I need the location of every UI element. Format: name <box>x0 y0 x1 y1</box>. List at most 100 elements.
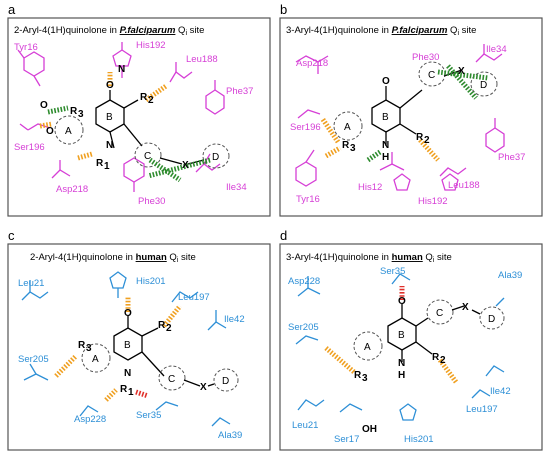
panel-b: b 3-Aryl-4(1H)quinolone in P.falciparum … <box>279 2 543 217</box>
panel-d-label-ser17: Ser17 <box>334 434 359 445</box>
panel-b-atom-nh: H <box>382 152 389 163</box>
panel-c-core <box>81 316 239 392</box>
panel-c: c 2-Aryl-4(1H)quinolone in human Qi site <box>7 228 271 451</box>
panel-a-atom-ser-o: O <box>46 126 54 137</box>
panel-c-atom-r1-sub: 1 <box>128 387 134 398</box>
panel-c-ring-a: A <box>92 354 99 365</box>
panel-c-label-leu21: Leu21 <box>18 278 44 289</box>
panel-b-ring-c: C <box>428 70 435 81</box>
panel-a-ring-a: A <box>65 126 72 137</box>
panel-a-ring-b: B <box>106 112 113 123</box>
panel-b-label-his12: His12 <box>358 182 382 193</box>
panel-b-atom-r3: R <box>342 140 350 151</box>
panel-a-label-phe37: Phe37 <box>226 86 253 97</box>
panel-d-box <box>279 243 543 451</box>
panel-a-label-asp218: Asp218 <box>56 184 88 195</box>
panel-b-label-leu188: Leu188 <box>448 180 480 191</box>
panel-d-label-his201: His201 <box>404 434 434 445</box>
panel-b-ring-d: D <box>480 80 487 91</box>
panel-letter-b: b <box>280 2 287 17</box>
panel-b-atom-x: X <box>458 66 465 77</box>
panel-d-core <box>353 299 505 362</box>
panel-d-label-asp228: Asp228 <box>288 276 320 287</box>
panel-letter-c: c <box>8 228 15 243</box>
panel-b-label-asp218: Asp218 <box>296 58 328 69</box>
panel-a-ring-c: C <box>144 151 151 162</box>
panel-d-label-leu21: Leu21 <box>292 420 318 431</box>
panel-c-title: 2-Aryl-4(1H)quinolone in human Qi site <box>30 252 196 264</box>
panel-c-atom-r3-sub: 3 <box>86 343 92 354</box>
panel-a-atom-x: X <box>182 160 189 171</box>
panel-c-label-ser35: Ser35 <box>136 410 161 421</box>
panel-b-residues <box>295 44 505 191</box>
panel-a-atom-r2: R <box>140 92 148 103</box>
panel-c-box <box>7 243 271 451</box>
panel-c-ring-c: C <box>168 374 175 385</box>
panel-a: a 2-Aryl-4(1H)quinolone in P.falciparum … <box>7 2 271 217</box>
panel-b-label-tyr16: Tyr16 <box>296 194 320 205</box>
panel-a-residues <box>17 42 225 192</box>
panel-a-label-leu188: Leu188 <box>186 54 218 65</box>
panel-a-atom-r3-sub: 3 <box>78 109 84 120</box>
panel-c-atom-n1: N <box>124 368 131 379</box>
panel-c-residues <box>21 271 231 427</box>
panel-b-ring-b: B <box>382 112 389 123</box>
panel-a-label-phe30: Phe30 <box>138 196 165 207</box>
panel-b-box <box>279 17 543 217</box>
panel-c-label-his201: His201 <box>136 276 166 287</box>
panel-d-atom-x: X <box>462 302 469 313</box>
panel-a-atom-o: O <box>106 80 114 91</box>
panel-a-atom-r1: R <box>96 158 104 169</box>
panel-b-atom-n: N <box>382 140 389 151</box>
panel-b-atom-r3-sub: 3 <box>350 143 356 154</box>
panel-c-label-ala39: Ala39 <box>218 430 242 441</box>
panel-b-label-phe37: Phe37 <box>498 152 525 163</box>
panel-b-atom-o: O <box>382 76 390 87</box>
panel-c-atom-r2-sub: 2 <box>166 323 172 334</box>
panel-d-atom-n: N <box>398 358 405 369</box>
panel-d: d 3-Aryl-4(1H)quinolone in human Qi site <box>279 228 543 451</box>
panel-letter-a: a <box>8 2 16 17</box>
panel-c-atom-r2: R <box>158 320 166 331</box>
panel-d-label-ser205: Ser205 <box>288 322 319 333</box>
panel-b-label-phe30: Phe30 <box>412 52 439 63</box>
panel-d-atom-r3-sub: 3 <box>362 373 368 384</box>
panel-a-title: 2-Aryl-4(1H)quinolone in P.falciparum Qi… <box>14 25 204 37</box>
panel-d-ring-b: B <box>398 330 405 341</box>
panel-c-label-leu197: Leu197 <box>178 292 210 303</box>
panel-a-atom-r3: R <box>70 106 78 117</box>
panel-a-label-tyr16: Tyr16 <box>14 42 38 53</box>
panel-a-atom-n1: N <box>106 140 113 151</box>
panel-b-atom-r2-sub: 2 <box>424 135 430 146</box>
panel-d-atom-r2-sub: 2 <box>440 355 446 366</box>
panel-c-label-ser205: Ser205 <box>18 354 49 365</box>
panel-d-label-ser35: Ser35 <box>380 266 405 277</box>
panel-a-atom-r2-sub: 2 <box>148 95 154 106</box>
panel-a-label-his192: His192 <box>136 40 166 51</box>
panel-d-residues <box>295 273 505 421</box>
panel-b-label-his192: His192 <box>418 196 448 207</box>
panel-d-ring-a: A <box>364 342 371 353</box>
panel-b-title: 3-Aryl-4(1H)quinolone in P.falciparum Qi… <box>286 25 476 37</box>
panel-d-atom-r3: R <box>354 370 362 381</box>
panel-d-ring-d: D <box>488 314 495 325</box>
panel-c-atom-r1: R <box>120 384 128 395</box>
panel-d-ring-c: C <box>436 308 443 319</box>
panel-c-ring-d: D <box>222 376 229 387</box>
panel-c-ring-b: B <box>124 340 131 351</box>
panel-c-label-ile42: Ile42 <box>224 314 245 325</box>
panel-a-atom-tyr-o: O <box>40 100 48 111</box>
panel-b-label-ile34: Ile34 <box>486 44 507 55</box>
panel-d-atom-oh: OH <box>362 424 377 435</box>
panel-d-atom-nh: H <box>398 370 405 381</box>
panel-letter-d: d <box>280 228 287 243</box>
panel-d-atom-r2: R <box>432 352 440 363</box>
panel-c-atom-x: X <box>200 382 207 393</box>
panel-a-atom-r1-sub: 1 <box>104 161 110 172</box>
panel-d-label-ile42: Ile42 <box>490 386 511 397</box>
panel-a-label-ile34: Ile34 <box>226 182 247 193</box>
panel-a-atom-n: N <box>118 64 125 75</box>
panel-c-atom-r3: R <box>78 340 86 351</box>
panel-b-atom-r2: R <box>416 132 424 143</box>
panel-a-ring-d: D <box>212 152 219 163</box>
